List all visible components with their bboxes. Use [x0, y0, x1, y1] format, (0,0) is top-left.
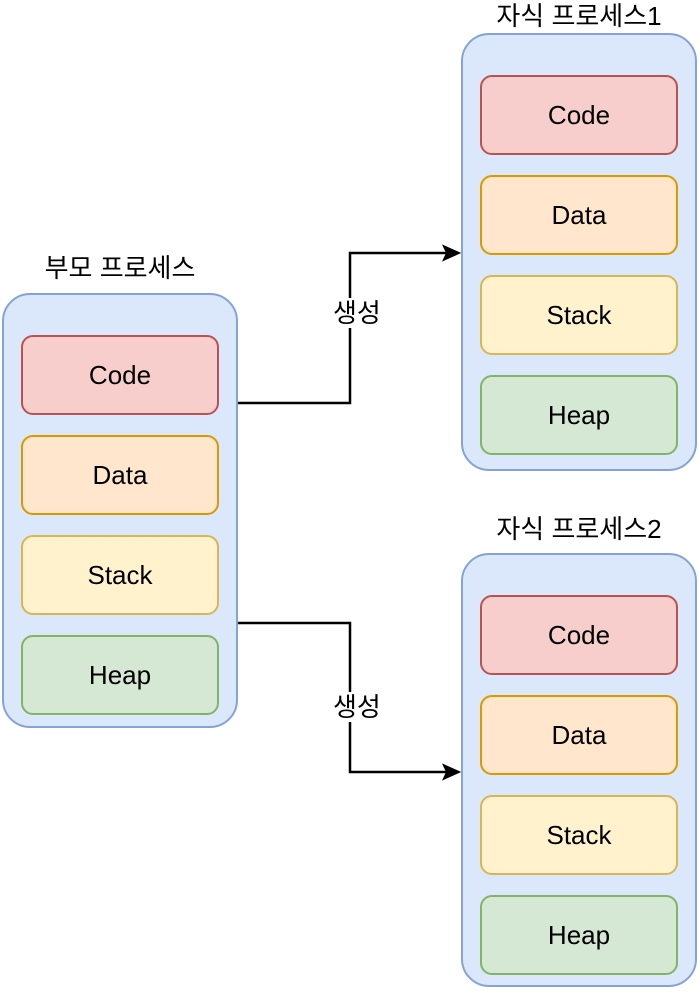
memory-block-code: Code	[21, 335, 219, 415]
child2-process-title: 자식 프로세스2	[496, 514, 662, 544]
memory-block-heap: Heap	[480, 895, 678, 975]
memory-block-label: Stack	[87, 559, 153, 590]
memory-block-label: Data	[551, 199, 607, 230]
child1-process-container: Code Data Stack Heap	[461, 33, 697, 471]
memory-block-label: Heap	[88, 659, 152, 690]
arrowhead-icon	[441, 763, 462, 781]
arrowhead-icon	[441, 244, 462, 262]
memory-block-stack: Stack	[480, 275, 678, 355]
memory-block-data: Data	[480, 695, 678, 775]
memory-block-label: Heap	[547, 919, 611, 950]
memory-block-code: Code	[480, 75, 678, 155]
memory-block-label: Code	[547, 619, 611, 650]
memory-block-label: Stack	[546, 299, 612, 330]
memory-block-stack: Stack	[480, 795, 678, 875]
create-edge-label-2: 생성	[331, 692, 383, 722]
memory-block-heap: Heap	[21, 635, 219, 715]
memory-block-label: Code	[547, 99, 611, 130]
arrow-line	[238, 251, 446, 405]
memory-block-heap: Heap	[480, 375, 678, 455]
create-edge-label-1: 생성	[331, 298, 383, 328]
child1-process-title: 자식 프로세스1	[496, 1, 662, 31]
parent-process-container: Code Data Stack Heap	[2, 293, 238, 728]
memory-block-stack: Stack	[21, 535, 219, 615]
memory-block-label: Code	[88, 359, 152, 390]
memory-block-data: Data	[480, 175, 678, 255]
memory-block-code: Code	[480, 595, 678, 675]
memory-block-label: Stack	[546, 819, 612, 850]
memory-block-label: Data	[551, 719, 607, 750]
memory-block-data: Data	[21, 435, 219, 515]
memory-block-label: Heap	[547, 399, 611, 430]
parent-process-title: 부모 프로세스	[44, 253, 196, 283]
memory-block-label: Data	[92, 459, 148, 490]
child2-process-container: Code Data Stack Heap	[461, 553, 697, 987]
